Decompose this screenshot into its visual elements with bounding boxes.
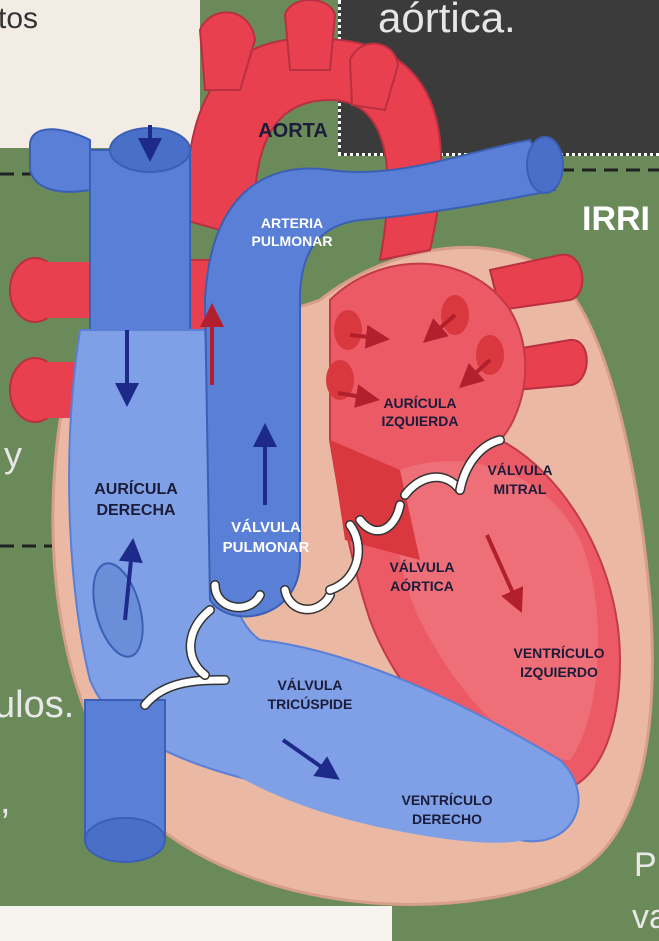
label-auricula-der-1: AURÍCULA [94,479,178,498]
label-ventriculo-der-2: DERECHO [412,811,482,827]
label-valvula-pulmonar-2: PULMONAR [223,539,310,556]
label-arteria-2: PULMONAR [252,233,333,249]
blue-vessel-left [30,129,90,191]
label-auricula-der-2: DERECHA [96,502,176,519]
lv-opening-1 [334,310,362,350]
label-auricula-izq-1: AURÍCULA [383,395,456,411]
label-arteria-1: ARTERIA [261,215,323,231]
aorta-branch-2 [285,0,335,70]
label-aorta: AORTA [258,120,328,142]
label-auricula-izq-2: IZQUIERDA [382,413,459,429]
pulmonary-artery-opening [527,137,563,193]
label-valvula-pulmonar-1: VÁLVULA [231,519,301,536]
label-valvula-tricuspide-1: VÁLVULA [277,677,342,693]
superior-vena-cava [90,150,190,340]
label-valvula-mitral-1: VÁLVULA [487,462,552,478]
label-valvula-aortica-2: AÓRTICA [390,577,454,594]
label-valvula-mitral-2: MITRAL [494,481,547,497]
label-ventriculo-izq-1: VENTRÍCULO [514,645,605,661]
label-ventriculo-izq-2: IZQUIERDO [520,664,598,680]
label-valvula-tricuspide-2: TRICÚSPIDE [268,695,353,712]
label-ventriculo-der-1: VENTRÍCULO [402,792,493,808]
ivc-bottom-opening [85,818,165,862]
label-valvula-aortica-1: VÁLVULA [389,559,454,575]
